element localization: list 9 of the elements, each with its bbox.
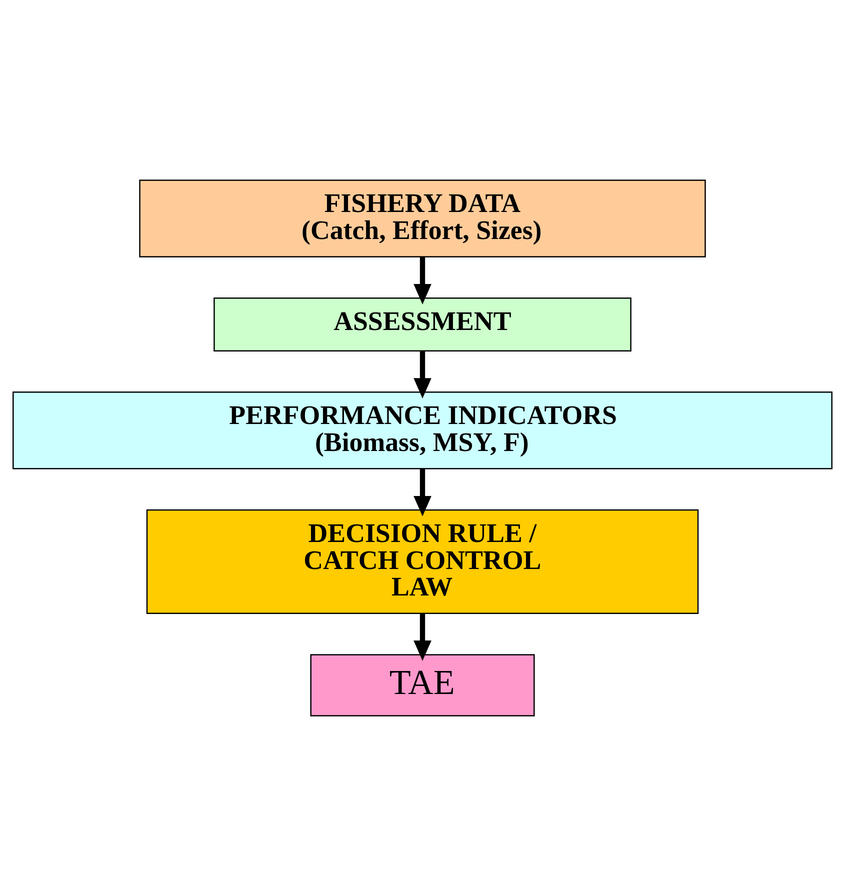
arrow: [413, 468, 431, 516]
node-box: DECISION RULE / CATCH CONTROL LAW: [146, 509, 698, 614]
arrow: [413, 350, 431, 399]
node-box: PERFORMANCE INDICATORS (Biomass, MSY, F): [12, 392, 832, 470]
node-box: FISHERY DATA (Catch, Effort, Sizes): [138, 180, 706, 258]
node-box: TAE: [310, 654, 534, 716]
arrow: [413, 257, 431, 304]
arrow: [413, 614, 431, 661]
node-box: ASSESSMENT: [213, 297, 631, 352]
